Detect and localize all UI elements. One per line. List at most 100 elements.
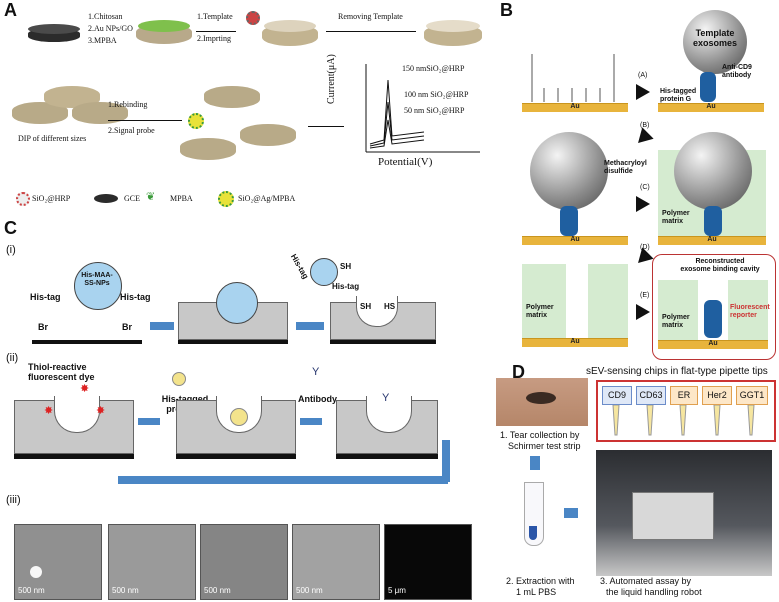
- polymer-label-b4: Polymer matrix: [662, 210, 690, 225]
- legend-sio2-ag: SiO₂@Ag/MPBA: [238, 194, 296, 203]
- base-c3: [330, 340, 436, 344]
- robot-body: [632, 492, 714, 540]
- legend-mpba: MPBA: [170, 194, 193, 203]
- au-substrate-b6: Au: [658, 340, 768, 349]
- antibody-icon: Y: [312, 366, 320, 378]
- au-substrate-b3: Au: [522, 236, 628, 245]
- polymer-label-b5: Polymer matrix: [526, 304, 554, 319]
- step-d2-2: 1 mL PBS: [516, 587, 557, 597]
- sem-image-5: [384, 524, 472, 600]
- br-1: Br: [38, 322, 49, 332]
- sub-i: (i): [6, 244, 16, 256]
- antibody-bound-icon: Y: [382, 392, 390, 404]
- curve-label-150: 150 nmSiO₂@HRP: [402, 64, 465, 73]
- sem-image-1: [14, 524, 102, 600]
- step-a2-1: 1.Template: [197, 12, 233, 21]
- arrow-b-e: [636, 304, 650, 320]
- sio2-ag-icon: [218, 191, 234, 207]
- arrow-d1: [530, 456, 540, 470]
- dip-electrode-3: [72, 102, 128, 124]
- cavity-c4: [54, 396, 100, 433]
- gce-electrode-top: [28, 24, 80, 34]
- arrow-c1: [150, 322, 174, 330]
- cavity-c6: [366, 396, 412, 433]
- antibody-label: Antibody: [298, 394, 337, 404]
- sub-iii: (iii): [6, 494, 21, 506]
- arrow-d2: [564, 508, 578, 518]
- step-a1-2: 2.Au NPs/GO: [88, 24, 133, 33]
- polymer-label-b6: Polymer matrix: [662, 314, 690, 329]
- feedback-arrow-h: [118, 476, 448, 484]
- modified-electrode-top: [138, 20, 190, 32]
- sh-1: SH: [340, 262, 352, 271]
- eye-shape: [526, 392, 556, 404]
- polymer-matrix-b6b: [728, 280, 768, 340]
- protein-g-bound: [230, 408, 248, 426]
- exosome-sphere-b4: [674, 132, 752, 210]
- anti-cd9-label: Anti-CD9 antibody: [722, 64, 752, 79]
- histag-3: His-tag: [288, 252, 311, 281]
- arrow-c3: [138, 418, 160, 425]
- protein-g-b6: [704, 300, 722, 338]
- chip-her2: Her2: [702, 386, 732, 405]
- sem-image-4: [292, 524, 380, 600]
- chip-ggt1: GGT1: [736, 386, 768, 405]
- step-d1-2: Schirmer test strip: [508, 441, 581, 451]
- dip-electrode-1: [12, 102, 68, 124]
- his-maa-np: [74, 262, 122, 310]
- scale-3: 500 nm: [204, 586, 231, 595]
- rebound-electrode-1: [204, 86, 260, 108]
- signal-probe-icon: [188, 113, 204, 129]
- au-substrate-b5: Au: [522, 338, 628, 347]
- gce-legend-icon: [94, 194, 118, 203]
- base-c4: [14, 454, 134, 459]
- polymer-matrix-b5b: [588, 264, 628, 338]
- scale-5: 5 μm: [388, 586, 406, 595]
- removing-template: Removing Template: [338, 12, 403, 21]
- histag-2: His-tag: [120, 292, 151, 302]
- thiol-dye-label: Thiol-reactive fluorescent dye: [28, 362, 95, 382]
- protein-g-blob: [700, 72, 716, 102]
- au-substrate-b4: Au: [658, 236, 766, 245]
- his-tagged-label: His-tagged protein G: [660, 88, 697, 103]
- reconstructed-label: Reconstructed exosome binding cavity: [680, 258, 760, 273]
- sub-ii: (ii): [6, 352, 19, 364]
- step-d1-1: 1. Tear collection by: [500, 430, 580, 440]
- dye-star-2: ✸: [96, 405, 106, 417]
- panel-b-label: B: [500, 0, 513, 20]
- protein-g-icon: [172, 372, 186, 386]
- dye-star-icon: ✸: [80, 383, 90, 395]
- scale-4: 500 nm: [296, 586, 323, 595]
- rebound-electrode-2: [180, 138, 236, 160]
- base-c6: [336, 454, 438, 459]
- cv-xlabel: Potential(V): [378, 156, 433, 168]
- np-released: [310, 258, 338, 286]
- step-d3-2: the liquid handling robot: [606, 587, 702, 597]
- initiator-chains-b1: [531, 54, 615, 102]
- panel-d-label: D: [512, 362, 525, 382]
- step-a3-2: 2.Signal probe: [108, 126, 155, 135]
- step-b-a: (A): [638, 72, 648, 79]
- arrow-a3: [108, 120, 182, 121]
- curve-label-100: 100 nm SiO₂@HRP: [404, 90, 469, 99]
- step-b-d: (D): [640, 244, 650, 251]
- mip-electrode-top: [426, 20, 480, 32]
- curve-label-50: 50 nm SiO₂@HRP: [404, 106, 465, 115]
- histag-4: His-tag: [332, 282, 360, 291]
- rebound-electrode-3: [240, 124, 296, 146]
- panel-c-label: C: [4, 218, 17, 238]
- template-exosome-sphere: [683, 10, 747, 74]
- chip-cd9: CD9: [602, 386, 632, 405]
- base-c2: [178, 340, 288, 344]
- sem-image-2: [108, 524, 196, 600]
- sh-2: SH: [360, 302, 372, 311]
- arrow-a1: [196, 31, 236, 32]
- arrow-b-b: [632, 127, 654, 149]
- sio2-hrp-icon: [16, 192, 30, 206]
- arrow-b-c: [636, 196, 650, 212]
- legend-gce: GCE: [124, 194, 140, 203]
- chip-cd63: CD63: [636, 386, 666, 405]
- fluorescent-label: Fluorescent reporter: [730, 304, 770, 319]
- arrow-a4: [308, 126, 344, 127]
- histag-1: His-tag: [30, 292, 61, 302]
